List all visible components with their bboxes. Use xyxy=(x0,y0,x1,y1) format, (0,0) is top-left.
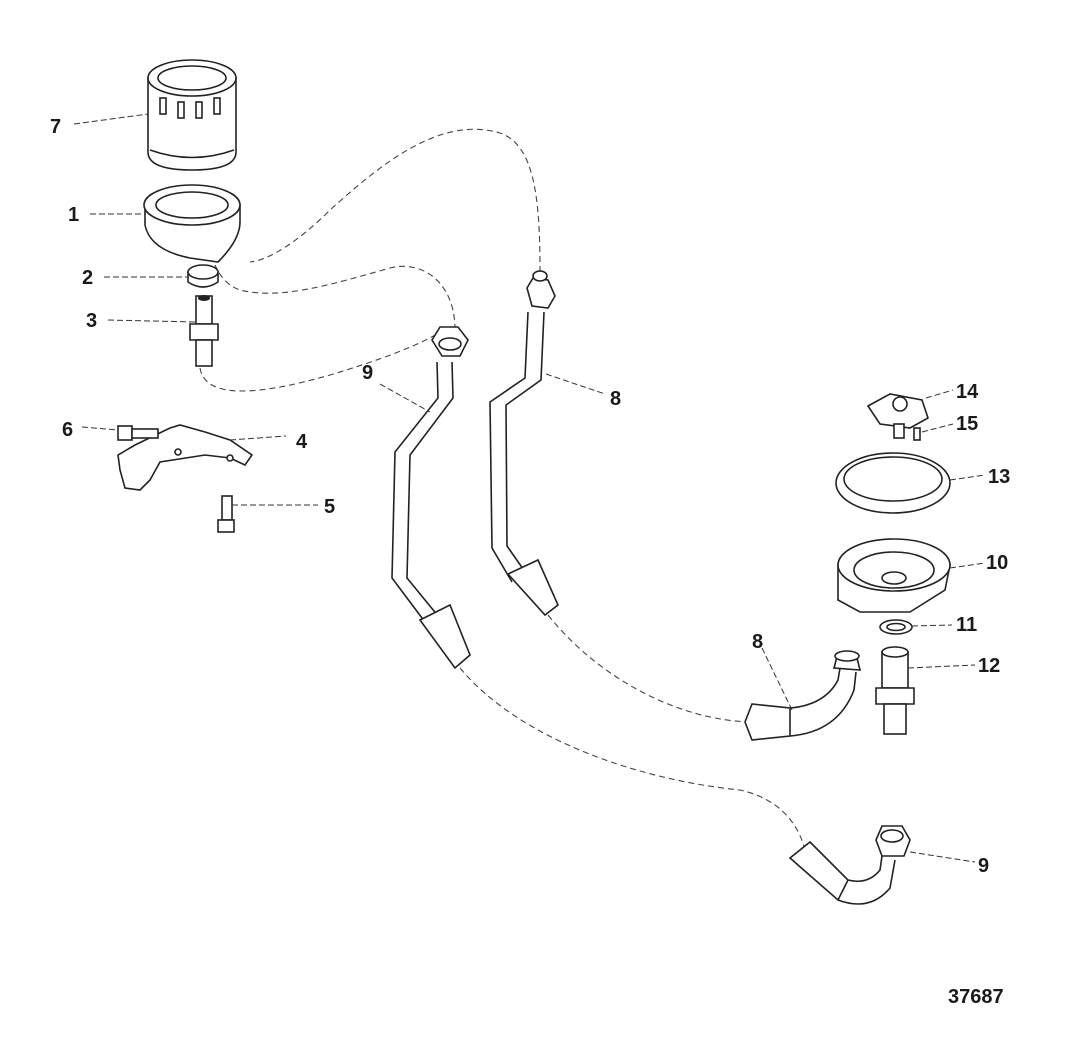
cap-part-14 xyxy=(866,393,929,439)
ring-part-13 xyxy=(835,452,951,514)
screw-part-6 xyxy=(117,425,159,441)
stud-part-5 xyxy=(217,495,235,533)
callout-labels: 7 1 2 3 6 4 5 9 8 14 15 13 10 11 8 12 9 xyxy=(50,116,1010,877)
oil-line-part-8-lower xyxy=(744,650,862,741)
callout-11: 11 xyxy=(956,614,977,636)
housing-part-10 xyxy=(837,538,951,613)
callout-14: 14 xyxy=(956,381,979,403)
callout-10: 10 xyxy=(986,552,1008,574)
leader-lines xyxy=(73,113,986,863)
bracket-part-4 xyxy=(117,424,254,491)
fitting-part-3 xyxy=(189,295,219,367)
callout-8-lower: 8 xyxy=(752,631,763,653)
oil-line-part-9-upper xyxy=(391,326,471,670)
callout-15: 15 xyxy=(956,413,978,435)
oil-filter-part-7 xyxy=(147,59,237,171)
callout-9-upper: 9 xyxy=(362,362,373,384)
callout-1: 1 xyxy=(68,204,79,226)
o-ring-part-11 xyxy=(879,619,913,635)
callout-6: 6 xyxy=(62,419,73,441)
figure-number: 37687 xyxy=(948,986,1004,1008)
oil-line-part-8-upper xyxy=(489,270,559,617)
screw-part-15 xyxy=(913,427,921,441)
callout-13: 13 xyxy=(988,466,1010,488)
filter-adapter-part-1 xyxy=(143,184,241,263)
oil-line-part-9-lower xyxy=(788,825,911,905)
callout-7: 7 xyxy=(50,116,61,138)
callout-9-lower: 9 xyxy=(978,855,989,877)
routing-lines xyxy=(199,128,806,851)
callout-12: 12 xyxy=(978,655,1000,677)
callout-5: 5 xyxy=(324,496,335,518)
callout-2: 2 xyxy=(82,267,93,289)
fitting-part-12 xyxy=(875,646,915,735)
washer-part-2 xyxy=(187,264,219,288)
callout-4: 4 xyxy=(296,431,308,453)
callout-8-upper: 8 xyxy=(610,388,621,410)
callout-3: 3 xyxy=(86,310,97,332)
